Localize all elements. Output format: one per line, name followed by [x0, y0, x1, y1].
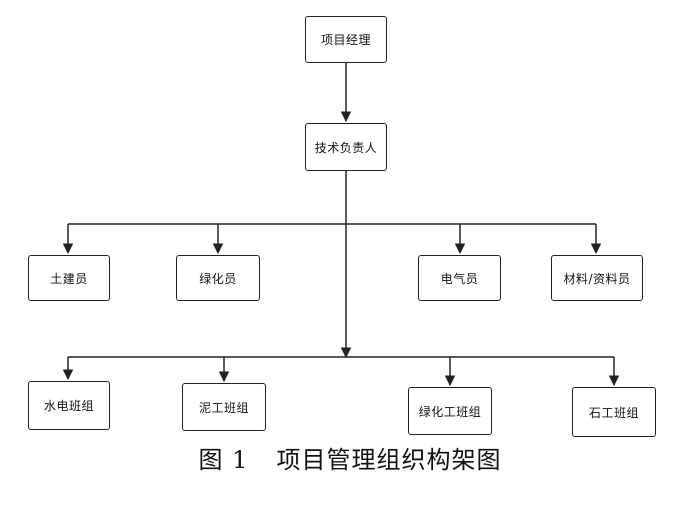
node-electrical-staff: 电气员	[418, 255, 501, 301]
node-project-manager: 项目经理	[305, 16, 387, 63]
figure-caption: 图 1 项目管理组织构架图	[0, 440, 700, 475]
figure-title: 项目管理组织构架图	[276, 446, 502, 474]
node-water-electric-team: 水电班组	[28, 381, 110, 430]
node-civil-staff: 土建员	[28, 255, 110, 301]
node-material-document-staff: 材料/资料员	[551, 255, 643, 301]
node-stone-team: 石工班组	[572, 387, 656, 437]
figure-number: 图 1	[198, 446, 249, 474]
node-technical-lead: 技术负责人	[305, 123, 387, 171]
node-greening-staff: 绿化员	[176, 255, 260, 301]
node-greening-work-team: 绿化工班组	[408, 387, 492, 435]
node-masonry-team: 泥工班组	[182, 383, 266, 431]
